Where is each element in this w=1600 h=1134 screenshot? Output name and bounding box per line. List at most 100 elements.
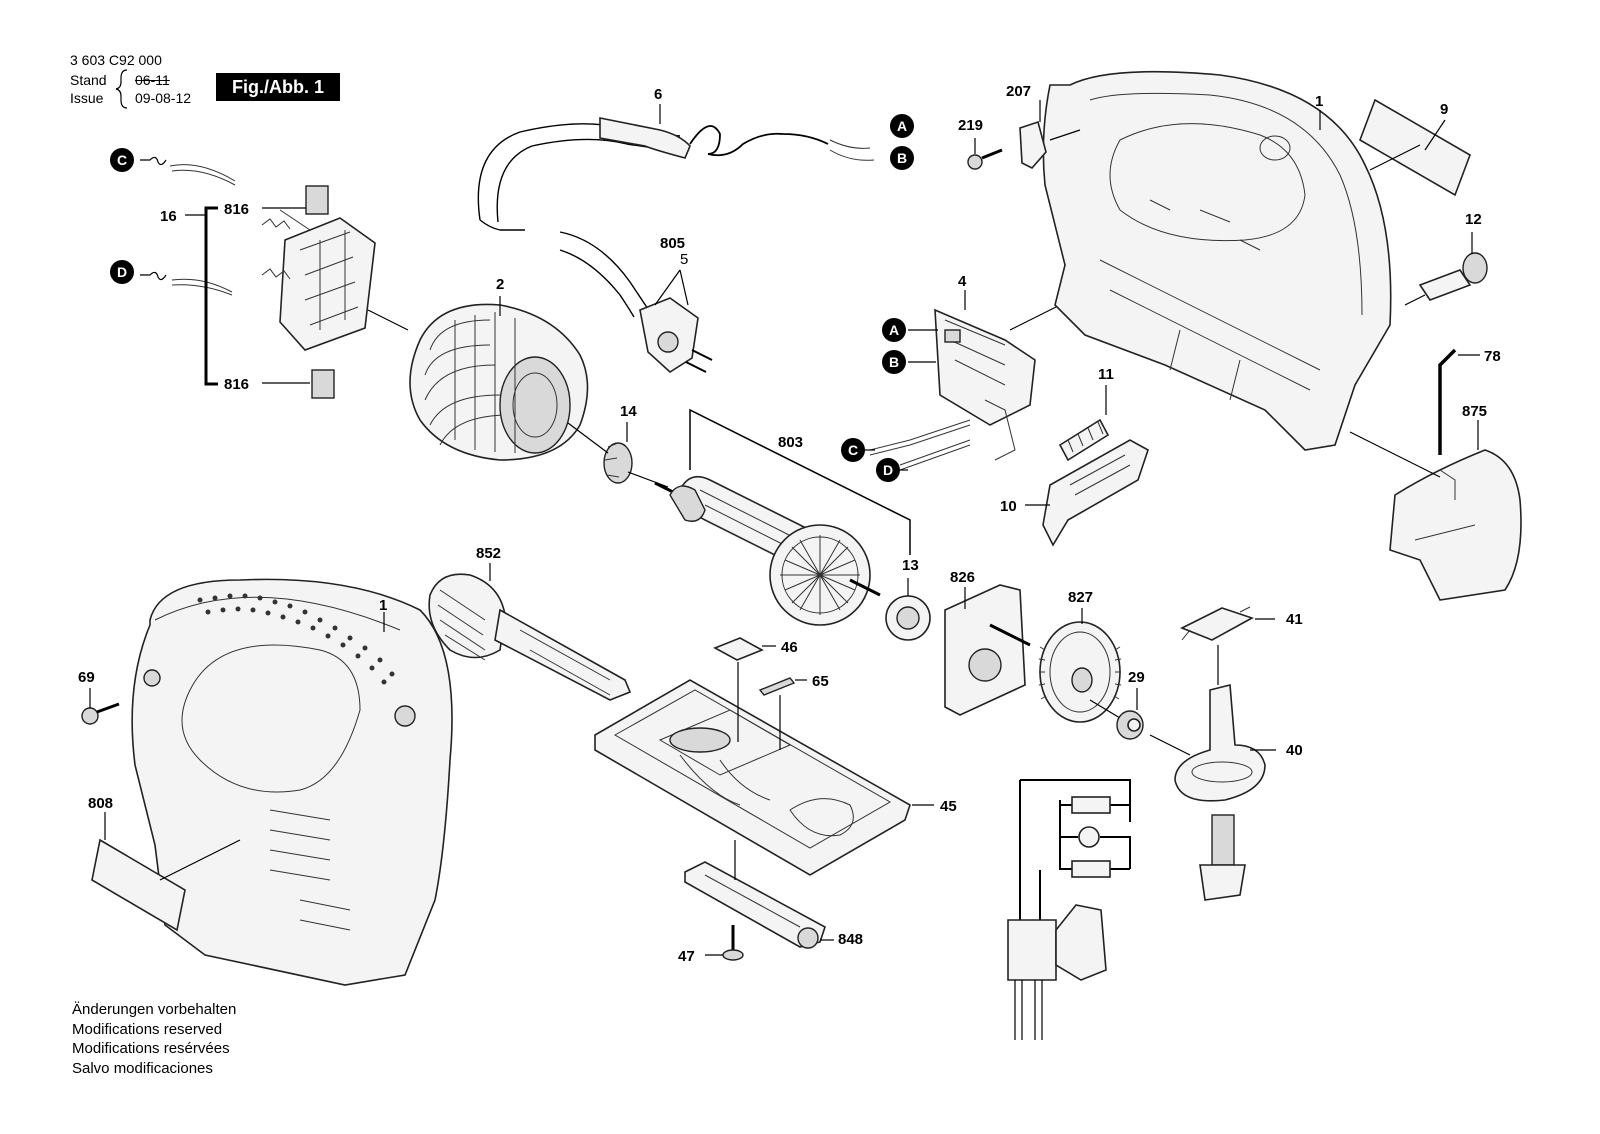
- part-label-78: 78: [1484, 348, 1501, 365]
- armature-803: [654, 408, 911, 626]
- trigger-spring-11: [1058, 418, 1110, 462]
- wiring-diagram: [1007, 779, 1131, 1040]
- part-label-40: 40: [1286, 742, 1303, 759]
- dust-cover-875: [1389, 449, 1522, 601]
- part-label-10: 10: [1000, 498, 1017, 515]
- screw-219: [967, 148, 1003, 170]
- housing-half-top-right: [1042, 70, 1392, 451]
- part-label-11: 11: [1098, 366, 1114, 383]
- connector-c-switch: C: [841, 438, 865, 462]
- bearing-plate-826: [944, 584, 1031, 716]
- grip-dots: [197, 593, 395, 685]
- svg-text:C: C: [117, 152, 127, 168]
- brush-816-bottom: [311, 369, 335, 399]
- bolt-12: [1418, 252, 1488, 301]
- part-label-2: 2: [496, 276, 504, 293]
- part-label-46: 46: [781, 639, 798, 656]
- issue-label: Issue: [70, 90, 104, 106]
- power-cord: [477, 117, 875, 374]
- trigger-10: [1042, 439, 1149, 547]
- part-label-14: 14: [620, 403, 637, 420]
- stand-date: 06-11: [135, 72, 170, 88]
- part-label-219: 219: [958, 117, 983, 134]
- connector-b-cord: B: [890, 146, 914, 170]
- part-label-41: 41: [1286, 611, 1303, 628]
- connector-c-left: C: [110, 148, 134, 172]
- part-label-47: 47: [678, 948, 695, 965]
- issue-date: 09-08-12: [135, 90, 192, 106]
- cord-lower: [479, 219, 525, 231]
- svg-text:D: D: [883, 462, 893, 478]
- brush-holder-frame: [279, 217, 376, 351]
- connector-b-switch: B: [882, 350, 906, 374]
- svg-text:C: C: [848, 442, 858, 458]
- wire-d-lead: [140, 271, 167, 281]
- spring-top: [261, 218, 291, 230]
- note-spanish: Salvo modificaciones: [72, 1059, 213, 1077]
- part-label-803: 803: [778, 434, 803, 451]
- connector-a-cord: A: [890, 114, 914, 138]
- lever-848: [684, 861, 826, 949]
- part-label-65: 65: [812, 673, 829, 690]
- modification-notes: Änderungen vorbehalten Modifications res…: [72, 1000, 236, 1078]
- part-label-816-bottom: 816: [224, 376, 249, 393]
- svg-text:D: D: [117, 264, 127, 280]
- part-label-29: 29: [1128, 669, 1145, 686]
- bracket-803: [689, 408, 911, 555]
- roller-29: [1116, 710, 1144, 740]
- part-label-875: 875: [1462, 403, 1487, 420]
- part-label-826: 826: [950, 569, 975, 586]
- stand-label: Stand: [70, 72, 107, 88]
- bearing-13: [885, 595, 931, 641]
- svg-text:B: B: [889, 354, 899, 370]
- svg-text:A: A: [889, 322, 899, 338]
- note-french: Modifications resérvées: [72, 1040, 230, 1057]
- svg-text:B: B: [897, 150, 907, 166]
- wire-c-lead: [140, 156, 167, 166]
- part-label-16: 16: [160, 208, 177, 225]
- part-label-848: 848: [838, 931, 863, 948]
- bearing-14: [603, 442, 633, 484]
- part-label-827: 827: [1068, 589, 1093, 606]
- part-label-1-bottom: 1: [379, 597, 387, 614]
- hex-key-78: [1438, 348, 1457, 455]
- field-stator-2: [409, 303, 589, 461]
- figure-label: Fig./Abb. 1: [216, 73, 340, 101]
- part-label-805: 805: [660, 235, 685, 252]
- part-label-808: 808: [88, 795, 113, 812]
- key-65: [758, 677, 796, 696]
- connector-d-switch: D: [876, 458, 900, 482]
- plunger-40: [1174, 683, 1266, 901]
- part-label-13: 13: [902, 557, 919, 574]
- part-label-12: 12: [1465, 211, 1482, 228]
- part-label-9: 9: [1440, 101, 1448, 118]
- brush-816-top: [305, 185, 329, 215]
- connector-d-left: D: [110, 260, 134, 284]
- note-english: Modifications reserved: [72, 1020, 223, 1038]
- note-german: Änderungen vorbehalten: [72, 1001, 237, 1018]
- group-bracket-16: [204, 206, 218, 386]
- guide-852: [428, 573, 632, 701]
- screw-47: [722, 925, 744, 961]
- part-label-4: 4: [958, 273, 967, 290]
- guide-41: [1180, 606, 1254, 641]
- part-label-69: 69: [78, 669, 95, 686]
- brush-holder-assembly: [140, 156, 376, 399]
- part-label-852: 852: [476, 545, 501, 562]
- header-brace: [115, 69, 128, 109]
- label-plate-808: [91, 838, 186, 932]
- part-number: 3 603 C92 000: [70, 52, 162, 68]
- part-label-1-top: 1: [1315, 93, 1323, 110]
- part-label-207: 207: [1006, 83, 1031, 100]
- part-label-6: 6: [654, 86, 662, 103]
- connector-a-switch: A: [882, 318, 906, 342]
- svg-text:A: A: [897, 118, 907, 134]
- part-label-5: 5: [680, 251, 688, 268]
- switch-4: [934, 308, 1036, 461]
- part-label-816-top: 816: [224, 201, 249, 218]
- screw-69: [81, 702, 120, 725]
- part-label-45: 45: [940, 798, 957, 815]
- pad-46: [713, 637, 764, 661]
- latch-207: [1019, 120, 1047, 169]
